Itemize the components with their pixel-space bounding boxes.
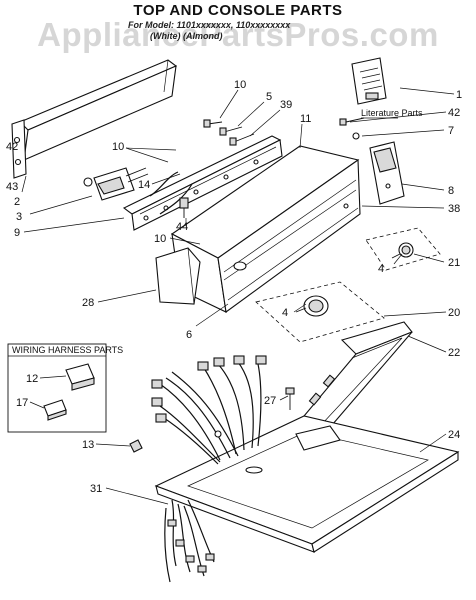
part-label-7: 7 [448,125,454,137]
console-end-cap-part [155,247,201,305]
diagram-subtitle-line1: For Model: 1101xxxxxxx, 110xxxxxxxx [128,20,291,30]
literature-parts-label: Literature Parts [361,108,423,118]
part-label-38: 38 [448,203,460,215]
screw-group-top [203,119,255,146]
part-label-3: 3 [16,211,22,223]
part-label-10-low: 10 [154,233,166,245]
part-label-12: 12 [26,373,38,385]
switch-harness-part [149,171,193,218]
wiring-harness-parts-label: WIRING HARNESS PARTS [12,345,123,355]
top-screw-part [285,387,295,410]
part-label-2: 2 [14,196,20,208]
harness-clip-part [129,439,143,453]
part-label-31: 31 [90,483,102,495]
right-end-bracket-part [369,141,405,205]
part-label-10-mid: 10 [112,141,124,153]
part-label-21: 21 [448,257,460,269]
part-label-20: 20 [448,307,460,319]
diagram-title: TOP AND CONSOLE PARTS [133,2,343,19]
part-label-44: 44 [176,221,188,233]
part-number-labels: 1 2 3 4 4 5 6 7 8 9 10 10 10 11 12 13 14… [6,79,462,495]
wiring-harness-part [151,355,267,465]
diagram-subtitle-line2: (White) (Almond) [150,31,223,41]
part-label-42-left: 42 [6,141,18,153]
part-label-9: 9 [14,227,20,239]
leader-lines [21,87,455,505]
screw-group-right [339,117,365,140]
literature-booklet-part [351,57,387,105]
part-label-10-top: 10 [234,79,246,91]
part-label-17: 17 [16,397,28,409]
part-label-6: 6 [186,329,192,341]
knob-box-right [365,227,441,271]
part-label-11: 11 [300,113,311,125]
part-label-1: 1 [456,89,462,101]
part-label-43: 43 [6,181,18,193]
part-label-5: 5 [266,91,272,103]
console-rear-panel-part [11,59,178,179]
dryer-top-panel-part [154,415,460,553]
part-label-24: 24 [448,429,460,441]
part-label-22: 22 [448,347,460,359]
wiring-harness-inset [7,343,107,433]
part-label-8: 8 [448,185,454,197]
knob-box-center [255,281,385,343]
part-label-14: 14 [138,179,150,191]
part-label-4-center: 4 [282,307,288,319]
part-label-4-right: 4 [378,263,384,275]
timer-switch-part [83,167,149,201]
part-label-13: 13 [82,439,94,451]
part-label-42-right: 42 [448,107,460,119]
lower-harness-part [164,499,215,583]
part-label-28: 28 [82,297,94,309]
part-label-27: 27 [264,395,276,407]
part-label-39: 39 [280,99,292,111]
